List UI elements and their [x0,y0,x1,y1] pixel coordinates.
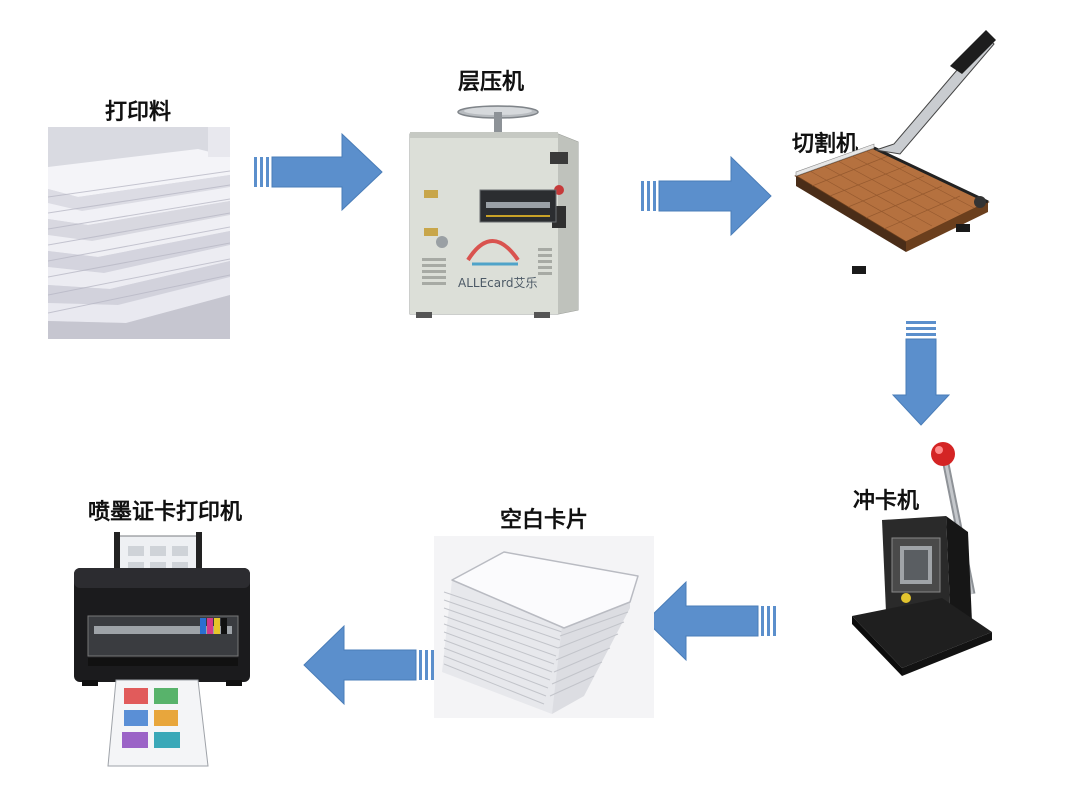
label-laminator: 层压机 [457,70,525,95]
arrow-left-1 [644,580,776,662]
arrow-right-1 [254,132,384,212]
laminator-machine-icon [406,98,582,320]
arrow-left-2 [302,624,434,706]
arrow-down [892,321,950,427]
brand-watermark: ALLEcard艾乐 [458,276,538,290]
label-print-stock: 打印料 [104,100,172,125]
inkjet-card-printer-icon [68,530,256,768]
paper-stack-icon [48,127,230,339]
label-card-punch: 冲卡机 [852,489,920,514]
label-blank-cards: 空白卡片 [499,508,589,533]
card-punch-icon [846,436,996,678]
label-inkjet-printer: 喷墨证卡打印机 [87,500,243,525]
guillotine-cutter-icon [790,26,1002,276]
blank-card-stack-icon [434,536,654,718]
label-cutter: 切割机 [791,132,859,157]
arrow-right-2 [641,155,773,237]
